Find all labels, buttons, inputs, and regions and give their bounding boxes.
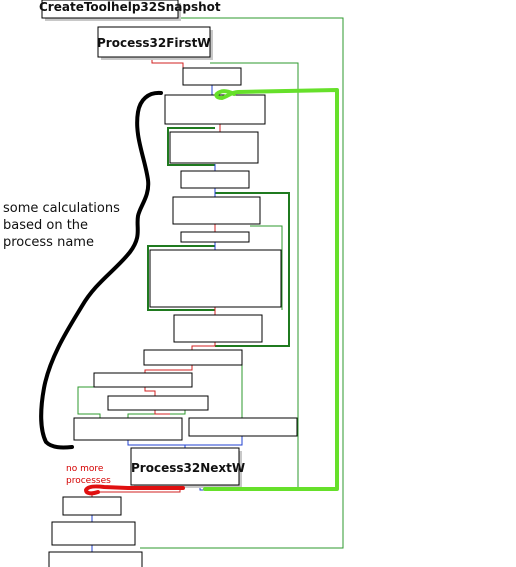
edge-b10-left <box>77 386 110 418</box>
node-create-snapshot[interactable] <box>41 0 181 21</box>
block-11[interactable] <box>107 395 209 411</box>
label-process32nextw: Process32NextW <box>131 461 245 475</box>
block-2[interactable] <box>164 94 266 125</box>
calc-bracket-scribble <box>39 90 163 450</box>
block-12[interactable] <box>73 417 183 441</box>
block-1[interactable] <box>182 67 242 86</box>
note-no-more-line2: processes <box>66 476 111 486</box>
edge-outer-loop <box>140 17 344 549</box>
edge-b6-loop <box>250 225 283 310</box>
edge-b13-next <box>185 436 243 446</box>
node-process32nextw[interactable] <box>130 447 242 488</box>
block-10[interactable] <box>93 372 193 388</box>
exit-highlight-scribble <box>84 484 185 496</box>
note-calc-line2: based on the <box>3 218 88 233</box>
block-5[interactable] <box>172 196 261 225</box>
loop-back-highlight <box>203 88 339 491</box>
label-create-snapshot: CreateToolhelp32Snapshot <box>39 0 221 14</box>
block-9[interactable] <box>143 349 243 366</box>
label-process32firstw: Process32FirstW <box>97 36 211 50</box>
block-8[interactable] <box>173 314 263 343</box>
block-6[interactable] <box>180 231 250 243</box>
edge-first-red <box>151 58 184 68</box>
graph-nodes <box>41 0 298 567</box>
block-exit-2[interactable] <box>51 521 136 546</box>
block-exit-3[interactable] <box>48 551 143 567</box>
block-7[interactable] <box>149 249 282 308</box>
edge-b10-b11 <box>144 387 156 396</box>
node-process32firstw[interactable] <box>97 26 213 60</box>
edge-b7-loop <box>147 245 215 311</box>
edge-b11-red <box>154 410 170 415</box>
edge-first-exit <box>210 62 299 488</box>
note-calc-line1: some calculations <box>3 201 120 216</box>
block-4[interactable] <box>180 170 250 189</box>
edge-b9-right <box>238 364 243 418</box>
note-calc-line3: process name <box>3 235 94 250</box>
edge-b9-b10 <box>144 365 193 373</box>
edge-b2-loop <box>167 127 215 166</box>
block-13[interactable] <box>188 417 298 437</box>
block-3[interactable] <box>169 131 259 164</box>
block-exit-1[interactable] <box>62 496 122 516</box>
edge-b8-b9 <box>191 342 216 350</box>
note-no-more-line1: no more <box>66 464 104 474</box>
edge-b5-loop <box>215 192 290 347</box>
